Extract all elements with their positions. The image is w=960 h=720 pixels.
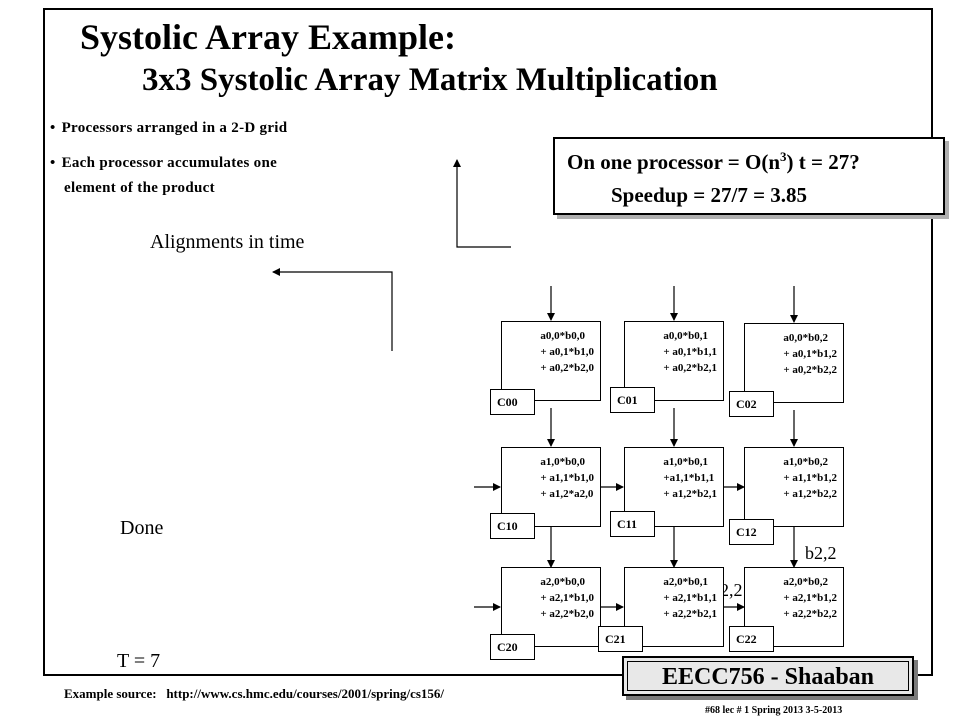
processor-cell: a0,0*b0,0 + a0,1*b1,0 + a0,2*b2,0 bbox=[501, 321, 601, 401]
b-input-label: b2,2 bbox=[805, 543, 837, 563]
cell-tag: C10 bbox=[490, 513, 535, 539]
course-label: EECC756 - Shaaban bbox=[627, 661, 909, 691]
complexity-box: On one processor = O(n3) t = 27? Speedup… bbox=[553, 137, 945, 215]
cell-tag: C11 bbox=[610, 511, 655, 537]
slide-frame bbox=[43, 8, 933, 676]
alignment-label: Alignments in time bbox=[150, 231, 305, 253]
expression-term: + a1,2*b2,2 bbox=[783, 488, 837, 500]
expression-term: + a1,2*b2,1 bbox=[663, 488, 717, 500]
complexity-line: On one processor = O(n3) t = 27? bbox=[567, 149, 860, 175]
cell-tag: C21 bbox=[598, 626, 643, 652]
source-url: http://www.cs.hmc.edu/courses/2001/sprin… bbox=[166, 686, 445, 701]
cell-expression: a1,0*b0,0 + a1,1*b1,0 + a1,2*a2,0 bbox=[540, 454, 594, 502]
processor-cell: a0,0*b0,2 + a0,1*b1,2 + a0,2*b2,2 bbox=[744, 323, 844, 403]
expression-term: + a0,2*b2,0 bbox=[540, 362, 594, 374]
processor-cell: a2,0*b0,2 + a2,1*b1,2 + a2,2*b2,2 bbox=[744, 567, 844, 647]
speedup-line: Speedup = 27/7 = 3.85 bbox=[611, 183, 808, 207]
status-label: Done bbox=[120, 517, 164, 539]
expression-term: + a1,1*b1,0 bbox=[540, 472, 594, 484]
complexity-exponent: 3 bbox=[780, 149, 787, 164]
cell-tag: C22 bbox=[729, 626, 774, 652]
expression-term: a1,0*b0,0 bbox=[540, 456, 585, 468]
alignment-arrow-up bbox=[453, 159, 511, 248]
expression-term: a0,0*b0,2 bbox=[783, 332, 828, 344]
cell-expression: a0,0*b0,2 + a0,1*b1,2 + a0,2*b2,2 bbox=[783, 330, 837, 378]
expression-term: + a0,2*b2,1 bbox=[663, 362, 717, 374]
expression-term: + a0,1*b1,0 bbox=[540, 346, 594, 358]
cell-tag: C00 bbox=[490, 389, 535, 415]
lecture-meta: #68 lec # 1 Spring 2013 3-5-2013 bbox=[705, 705, 843, 716]
course-badge: EECC756 - Shaaban bbox=[622, 656, 914, 696]
expression-term: +a1,1*b1,1 bbox=[663, 472, 715, 484]
bullet-grid: Processors arranged in a 2-D grid bbox=[50, 120, 288, 137]
cell-tag: C20 bbox=[490, 634, 535, 660]
expression-term: + a0,1*b1,1 bbox=[663, 346, 717, 358]
cell-expression: a0,0*b0,0 + a0,1*b1,0 + a0,2*b2,0 bbox=[540, 328, 594, 376]
cell-expression: a0,0*b0,1 + a0,1*b1,1 + a0,2*b2,1 bbox=[663, 328, 717, 376]
slide-title: Systolic Array Example: bbox=[80, 17, 456, 57]
cell-expression: a2,0*b0,0 + a2,1*b1,0 + a2,2*b2,0 bbox=[540, 574, 594, 622]
cell-tag: C01 bbox=[610, 387, 655, 413]
example-source: Example source: http://www.cs.hmc.edu/co… bbox=[64, 686, 444, 702]
expression-term: + a1,1*b1,2 bbox=[783, 472, 837, 484]
expression-term: + a2,2*b2,0 bbox=[540, 608, 594, 620]
complexity-text: On one processor = O(n bbox=[567, 150, 781, 174]
cell-expression: a2,0*b0,1 + a2,1*b1,1 + a2,2*b2,1 bbox=[663, 574, 717, 622]
processor-cell: a2,0*b0,0 + a2,1*b1,0 + a2,2*b2,0 bbox=[501, 567, 601, 647]
expression-term: + a2,1*b1,1 bbox=[663, 592, 717, 604]
bullet-accumulate: Each processor accumulates one bbox=[50, 155, 277, 172]
processor-cell: a0,0*b0,1 + a0,1*b1,1 + a0,2*b2,1 bbox=[624, 321, 724, 401]
time-label: T = 7 bbox=[117, 650, 161, 672]
expression-term: + a0,1*b1,2 bbox=[783, 348, 837, 360]
cell-tag: C02 bbox=[729, 391, 774, 417]
cell-tag: C12 bbox=[729, 519, 774, 545]
processor-cell: a1,0*b0,2 + a1,1*b1,2 + a1,2*b2,2 bbox=[744, 447, 844, 527]
slide-subtitle: 3x3 Systolic Array Matrix Multiplication bbox=[142, 62, 718, 98]
complexity-text-end: ) t = 27? bbox=[786, 150, 860, 174]
expression-term: a2,0*b0,0 bbox=[540, 576, 585, 588]
expression-term: a2,0*b0,1 bbox=[663, 576, 708, 588]
cell-expression: a1,0*b0,2 + a1,1*b1,2 + a1,2*b2,2 bbox=[783, 454, 837, 502]
expression-term: + a2,2*b2,2 bbox=[783, 608, 837, 620]
source-label: Example source: bbox=[64, 686, 157, 701]
expression-term: a1,0*b0,2 bbox=[783, 456, 828, 468]
expression-term: a0,0*b0,1 bbox=[663, 330, 708, 342]
cell-expression: a1,0*b0,1 +a1,1*b1,1 + a1,2*b2,1 bbox=[663, 454, 717, 502]
expression-term: a1,0*b0,1 bbox=[663, 456, 708, 468]
bullet-continuation: element of the product bbox=[64, 180, 215, 196]
expression-term: a2,0*b0,2 bbox=[783, 576, 828, 588]
expression-term: + a2,2*b2,1 bbox=[663, 608, 717, 620]
alignment-arrow-left bbox=[272, 268, 393, 351]
expression-term: + a0,2*b2,2 bbox=[783, 364, 837, 376]
expression-term: + a2,1*b1,2 bbox=[783, 592, 837, 604]
expression-term: a0,0*b0,0 bbox=[540, 330, 585, 342]
cell-expression: a2,0*b0,2 + a2,1*b1,2 + a2,2*b2,2 bbox=[783, 574, 837, 622]
expression-term: + a2,1*b1,0 bbox=[540, 592, 594, 604]
expression-term: + a1,2*a2,0 bbox=[540, 488, 594, 500]
